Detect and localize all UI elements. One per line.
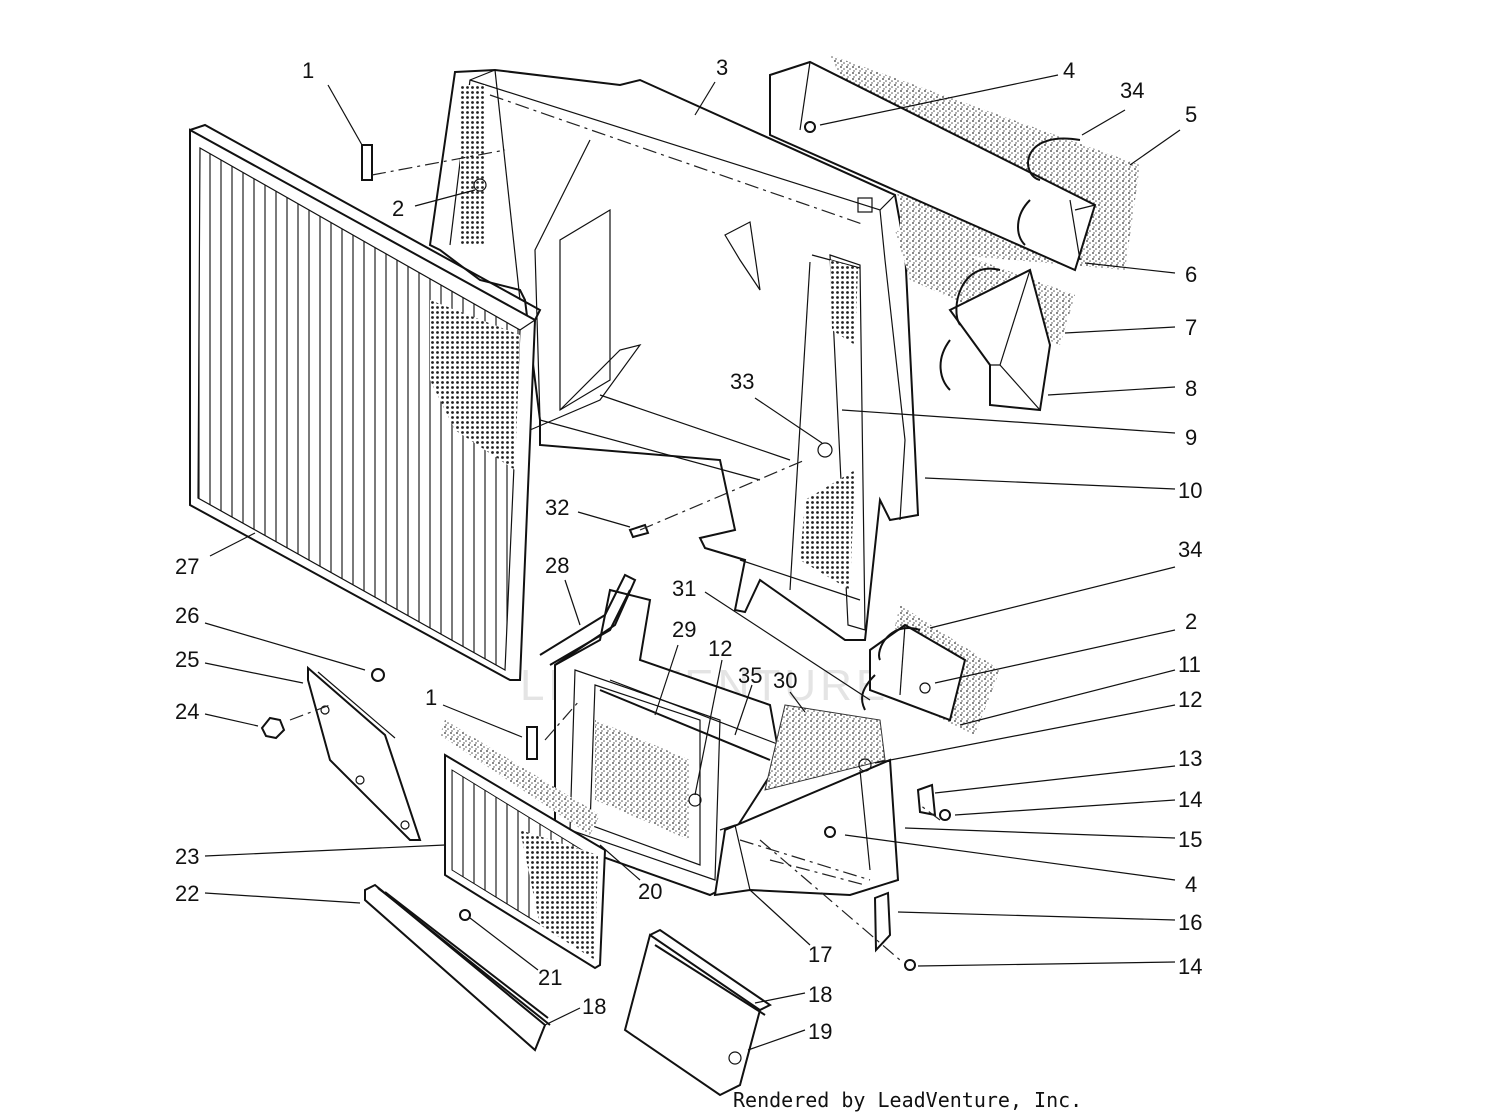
footer-credit: Rendered by LeadVenture, Inc. xyxy=(733,1088,1082,1112)
hardware xyxy=(260,121,951,971)
callout-33: 33 xyxy=(730,369,754,394)
callout-21: 21 xyxy=(538,965,562,990)
callout-1b: 1 xyxy=(425,685,437,710)
callout-18b: 18 xyxy=(808,982,832,1007)
callout-24: 24 xyxy=(175,699,199,724)
callout-2: 2 xyxy=(392,196,404,221)
callout-28: 28 xyxy=(545,553,569,578)
callout-1: 1 xyxy=(302,58,314,83)
callout-25: 25 xyxy=(175,647,199,672)
callout-8: 8 xyxy=(1185,376,1197,401)
callout-17: 17 xyxy=(808,942,832,967)
callout-14b: 14 xyxy=(1178,954,1202,979)
part-22-lower-rail xyxy=(364,883,551,1052)
leader-lines xyxy=(204,74,1181,1051)
callout-5: 5 xyxy=(1185,102,1197,127)
callout-18: 18 xyxy=(582,994,606,1019)
callout-27: 27 xyxy=(175,554,199,579)
callout-30: 30 xyxy=(773,668,797,693)
callout-16: 16 xyxy=(1178,910,1202,935)
callout-9: 9 xyxy=(1185,425,1197,450)
callout-12: 12 xyxy=(708,636,732,661)
part-27-radiator-grille xyxy=(189,123,542,681)
callout-26: 26 xyxy=(175,603,199,628)
callout-23: 23 xyxy=(175,844,199,869)
callout-7: 7 xyxy=(1185,315,1197,340)
callout-34: 34 xyxy=(1120,78,1144,103)
part-3-shroud-frame xyxy=(428,68,920,641)
part-8-middle-bracket xyxy=(895,230,1075,412)
part-19-bottom-plate xyxy=(623,928,772,1097)
part-25-side-plate xyxy=(307,665,422,841)
callout-20: 20 xyxy=(638,879,662,904)
callout-12b: 12 xyxy=(1178,687,1202,712)
callout-19: 19 xyxy=(808,1019,832,1044)
callout-35: 35 xyxy=(738,663,762,688)
callout-31: 31 xyxy=(672,576,696,601)
callout-2b: 2 xyxy=(1185,609,1197,634)
part-23-small-grille xyxy=(444,753,607,970)
callout-29: 29 xyxy=(672,617,696,642)
part-30-foam-seal xyxy=(764,704,886,791)
callout-3: 3 xyxy=(716,55,728,80)
part-11-lower-bracket xyxy=(861,605,1000,735)
callout-15: 15 xyxy=(1178,827,1202,852)
callout-11: 11 xyxy=(1178,652,1201,677)
callout-4: 4 xyxy=(1063,58,1075,83)
part-20-foam-strip xyxy=(440,720,600,835)
part-29-lower-frame xyxy=(539,573,782,897)
callout-labels: 1 2 3 4 34 5 6 7 8 33 9 10 32 27 28 31 3… xyxy=(175,55,1202,1044)
part-6-upper-bracket xyxy=(769,55,1140,272)
callout-4b: 4 xyxy=(1185,872,1197,897)
callout-32: 32 xyxy=(545,495,569,520)
callout-6: 6 xyxy=(1185,262,1197,287)
callout-22: 22 xyxy=(175,881,199,906)
callout-34b: 34 xyxy=(1178,537,1202,562)
callout-14: 14 xyxy=(1178,787,1202,812)
callout-13: 13 xyxy=(1178,746,1202,771)
callout-10: 10 xyxy=(1178,478,1202,503)
